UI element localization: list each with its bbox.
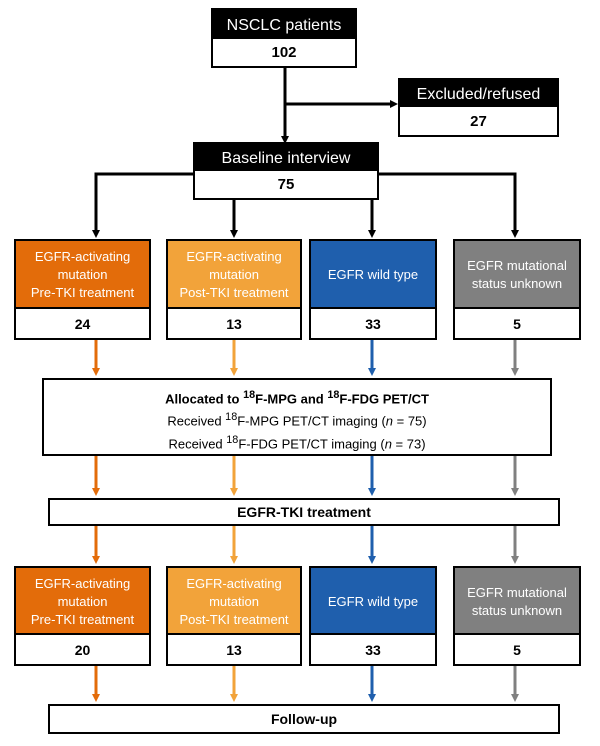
post-group-unknown-box: EGFR mutational status unknown 5	[453, 566, 581, 666]
baseline-interview-label: Baseline interview	[195, 144, 377, 173]
allocation-box: Allocated to 18F-MPG and 18F-FDG PET/CT …	[42, 378, 552, 456]
group-wild-type-label: EGFR wild type	[311, 241, 435, 309]
baseline-interview-count: 75	[195, 171, 377, 198]
post-group-post-tki-count: 13	[168, 633, 300, 664]
post-group-wild-type-count: 33	[311, 633, 435, 664]
post-group-unknown-label: EGFR mutational status unknown	[455, 568, 579, 635]
group-pre-tki-count: 24	[16, 307, 149, 338]
nsclc-patients-count: 102	[213, 39, 355, 66]
group-post-tki-label: EGFR-activating mutation Post-TKI treatm…	[168, 241, 300, 309]
group-pre-tki-label: EGFR-activating mutation Pre-TKI treatme…	[16, 241, 149, 309]
post-group-post-tki-label: EGFR-activating mutation Post-TKI treatm…	[168, 568, 300, 635]
excluded-label: Excluded/refused	[400, 80, 557, 109]
egfr-tki-treatment-box: EGFR-TKI treatment	[48, 498, 560, 526]
group-post-tki-box: EGFR-activating mutation Post-TKI treatm…	[166, 239, 302, 340]
allocation-mpg-line: Received 18F-MPG PET/CT imaging (n = 75)	[167, 411, 427, 429]
post-group-wild-type-label: EGFR wild type	[311, 568, 435, 635]
post-group-pre-tki-count: 20	[16, 633, 149, 664]
post-group-unknown-count: 5	[455, 633, 579, 664]
follow-up-box: Follow-up	[48, 704, 560, 734]
post-group-pre-tki-box: EGFR-activating mutation Pre-TKI treatme…	[14, 566, 151, 666]
post-group-pre-tki-label: EGFR-activating mutation Pre-TKI treatme…	[16, 568, 149, 635]
arrow-baseline-to-group-1	[92, 172, 193, 238]
post-group-post-tki-box: EGFR-activating mutation Post-TKI treatm…	[166, 566, 302, 666]
group-unknown-count: 5	[455, 307, 579, 338]
group-post-tki-count: 13	[168, 307, 300, 338]
nsclc-patients-box: NSCLC patients 102	[211, 8, 357, 68]
group-pre-tki-box: EGFR-activating mutation Pre-TKI treatme…	[14, 239, 151, 340]
post-group-wild-type-box: EGFR wild type 33	[309, 566, 437, 666]
allocation-title: Allocated to 18F-MPG and 18F-FDG PET/CT	[165, 389, 429, 407]
excluded-box: Excluded/refused 27	[398, 78, 559, 137]
group-unknown-box: EGFR mutational status unknown 5	[453, 239, 581, 340]
nsclc-patients-label: NSCLC patients	[213, 10, 355, 41]
group-unknown-label: EGFR mutational status unknown	[455, 241, 579, 309]
group-wild-type-count: 33	[311, 307, 435, 338]
group-wild-type-box: EGFR wild type 33	[309, 239, 437, 340]
excluded-count: 27	[400, 107, 557, 135]
baseline-interview-box: Baseline interview 75	[193, 142, 379, 200]
allocation-fdg-line: Received 18F-FDG PET/CT imaging (n = 73)	[168, 433, 426, 451]
arrow-baseline-to-group-4	[379, 172, 519, 238]
